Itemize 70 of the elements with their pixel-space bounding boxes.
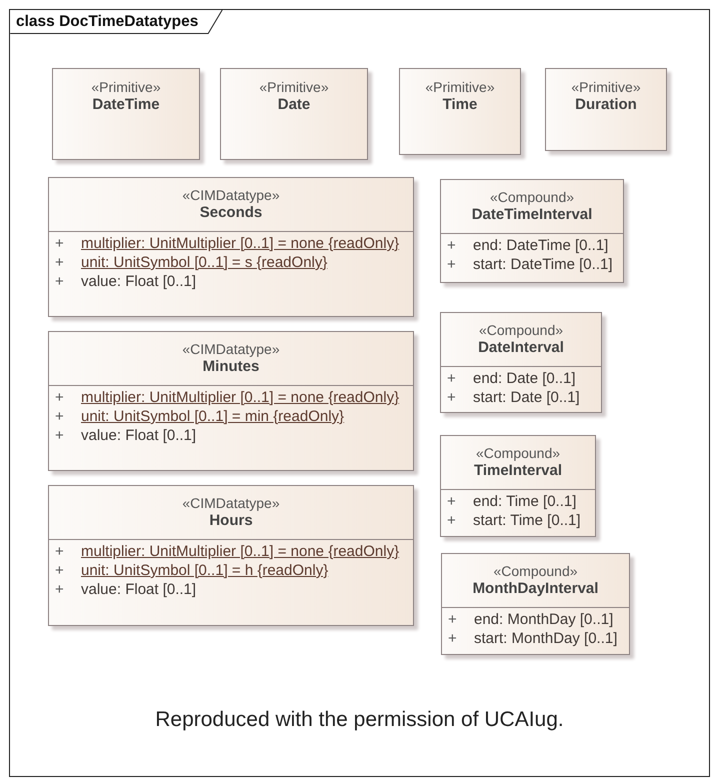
stereotype-label: «Primitive» <box>259 78 329 96</box>
visibility-marker: + <box>55 580 64 599</box>
stereotype-label: «Compound» <box>490 188 574 206</box>
class-box <box>48 485 414 626</box>
visibility-marker: + <box>55 388 64 407</box>
class-box <box>48 177 414 317</box>
attribute-text: start: DateTime [0..1] <box>473 255 612 274</box>
visibility-marker: + <box>55 407 64 426</box>
visibility-marker: + <box>55 426 64 445</box>
class-name: Hours <box>209 512 253 530</box>
visibility-marker: + <box>55 561 64 580</box>
visibility-marker: + <box>447 255 456 274</box>
class-box <box>440 312 602 413</box>
attribute-text: multiplier: UnitMultiplier [0..1] = none {readOnly} <box>81 234 400 253</box>
visibility-marker: + <box>55 272 64 291</box>
visibility-marker: + <box>447 492 456 511</box>
class-name: TimeInterval <box>474 462 562 480</box>
attribute-text: start: Date [0..1] <box>473 388 580 407</box>
class-name: Time <box>442 96 478 114</box>
stereotype-label: «Compound» <box>478 321 564 339</box>
class-name: Duration <box>575 96 637 114</box>
attribute-text: multiplier: UnitMultiplier [0..1] = none {readOnly} <box>81 388 400 407</box>
attribute-text: end: Date [0..1] <box>473 369 576 388</box>
class-box <box>545 68 667 151</box>
attribute-text: start: Time [0..1] <box>473 511 581 530</box>
attribute-text: unit: UnitSymbol [0..1] = h {readOnly} <box>81 561 328 580</box>
class-name: DateInterval <box>478 339 564 357</box>
stereotype-label: «CIMDatatype» <box>182 340 280 358</box>
visibility-marker: + <box>447 388 456 407</box>
visibility-marker: + <box>447 511 456 530</box>
frame-title: class DocTimeDatatypes <box>10 10 222 34</box>
attribute-text: value: Float [0..1] <box>81 426 196 445</box>
visibility-marker: + <box>448 610 457 629</box>
class-box <box>440 435 596 537</box>
visibility-marker: + <box>448 629 457 648</box>
attribute-text: start: MonthDay [0..1] <box>474 629 618 648</box>
stereotype-label: «CIMDatatype» <box>182 186 280 204</box>
stereotype-label: «Primitive» <box>425 78 495 96</box>
class-name: DateTimeInterval <box>472 206 592 224</box>
class-box <box>220 68 368 160</box>
class-box <box>441 553 630 655</box>
visibility-marker: + <box>55 253 64 272</box>
class-box <box>399 68 521 155</box>
visibility-marker: + <box>55 542 64 561</box>
attribute-text: value: Float [0..1] <box>81 272 196 291</box>
stereotype-label: «CIMDatatype» <box>182 494 280 512</box>
stereotype-label: «Primitive» <box>571 78 641 96</box>
class-box <box>440 179 624 283</box>
stereotype-label: «Compound» <box>476 444 560 462</box>
diagram-frame <box>9 9 710 777</box>
class-box <box>52 68 200 160</box>
attribute-text: value: Float [0..1] <box>81 580 196 599</box>
caption: Reproduced with the permission of UCAIug. <box>155 707 564 733</box>
attribute-text: end: DateTime [0..1] <box>473 236 608 255</box>
visibility-marker: + <box>447 236 456 255</box>
attribute-text: unit: UnitSymbol [0..1] = min {readOnly} <box>81 407 344 426</box>
attribute-text: unit: UnitSymbol [0..1] = s {readOnly} <box>81 253 328 272</box>
attribute-text: multiplier: UnitMultiplier [0..1] = none {readOnly} <box>81 542 400 561</box>
attribute-text: end: Time [0..1] <box>473 492 576 511</box>
visibility-marker: + <box>447 369 456 388</box>
class-name: MonthDayInterval <box>472 580 598 598</box>
class-name: Date <box>278 96 310 114</box>
stereotype-label: «Primitive» <box>91 78 161 96</box>
visibility-marker: + <box>55 234 64 253</box>
class-name: Minutes <box>202 358 260 376</box>
attribute-text: end: MonthDay [0..1] <box>474 610 614 629</box>
class-box <box>48 331 414 471</box>
class-name: Seconds <box>200 204 262 222</box>
stereotype-label: «Compound» <box>493 562 578 580</box>
class-name: DateTime <box>92 96 160 114</box>
